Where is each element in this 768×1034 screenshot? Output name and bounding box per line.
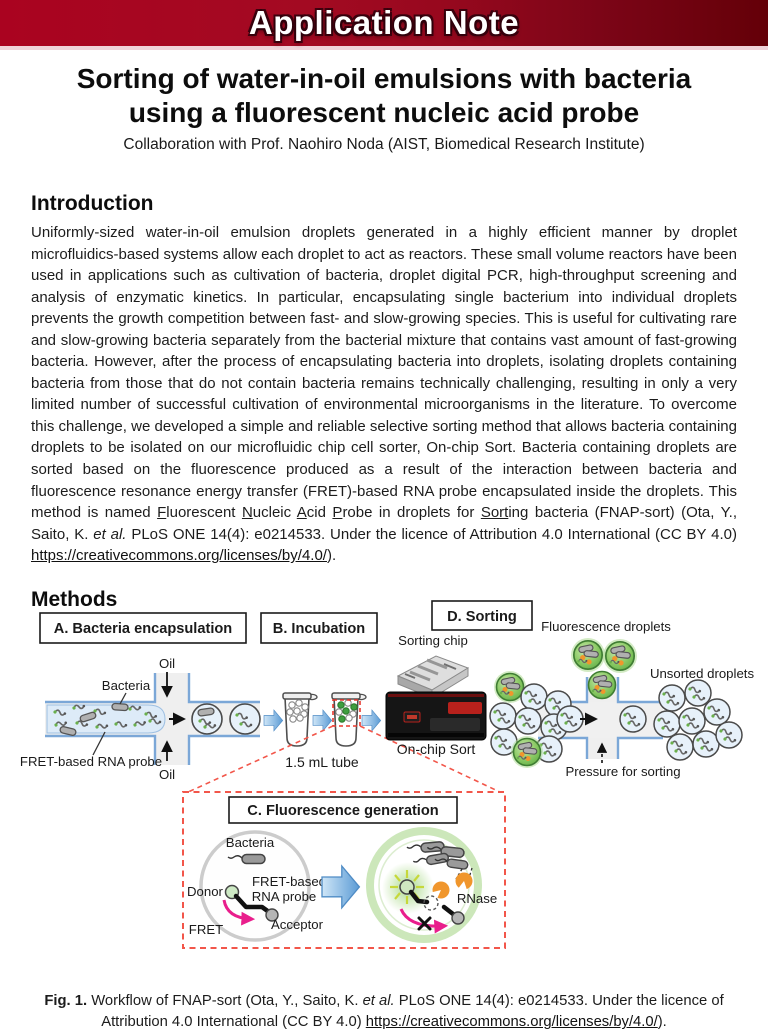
sorter-instrument: Sorting chip On-chip Sort [385, 633, 487, 757]
unsorted-droplets-label: Unsorted droplets [650, 666, 754, 681]
fluorescent-droplet: RNase [366, 827, 497, 943]
figure-caption: Fig. 1. Workflow of FNAP-sort (Ota, Y., … [44, 992, 724, 1031]
fret-probe-label: FRET-based RNA probe [20, 754, 162, 769]
rnase-label: RNase [457, 891, 497, 906]
panel-a-box: A. Bacteria encapsulation [39, 612, 247, 644]
introduction-paragraph: Uniformly-sized water-in-oil emulsion dr… [31, 224, 737, 565]
bacteria-label: Bacteria [102, 678, 151, 693]
title-line1: Sorting of water-in-oil emulsions with b… [76, 63, 692, 94]
methods-heading: Methods [31, 588, 118, 612]
fret-based-label: FRET-based [252, 874, 326, 889]
onchip-sort-machine [385, 691, 487, 741]
flow-arrow-1 [263, 709, 284, 732]
flow-arrow-3 [361, 709, 382, 732]
banner: Application Note [0, 0, 768, 50]
fluorescence-generation-panel: C. Fluorescence generation Bacteria FRET… [182, 791, 506, 949]
fret-label: FRET [189, 922, 223, 937]
pressure-label: Pressure for sorting [565, 764, 680, 779]
banner-title: Application Note [248, 4, 520, 41]
rna-probe-label: RNA probe [252, 889, 317, 904]
rnase-enzymes [429, 872, 473, 901]
document-title: Sorting of water-in-oil emulsions with b… [0, 62, 768, 130]
panel-b-box: B. Incubation [260, 612, 378, 644]
zoom-highlight-box [332, 699, 361, 727]
hyperlink[interactable]: https://creativecommons.org/licenses/by/… [31, 547, 327, 565]
zoom-connector-right [359, 725, 503, 794]
tube-label: 1.5 mL tube [285, 754, 359, 770]
sorting-chip-label: Sorting chip [398, 633, 468, 648]
introduction-heading: Introduction [31, 192, 154, 216]
oil-bottom-label: Oil [159, 767, 175, 782]
methods-workflow-figure: A. Bacteria encapsulation B. Incubation … [20, 600, 754, 949]
c-bacteria-label: Bacteria [226, 835, 275, 850]
encapsulation-diagram: Oil Oil Bacteria FRET-based RNA probe [20, 656, 261, 782]
hyperlink[interactable]: https://creativecommons.org/licenses/by/… [365, 1014, 658, 1031]
fluorescence-droplets-label: Fluorescence droplets [541, 619, 671, 634]
incubation-diagram: 1.5 mL tube [282, 692, 367, 770]
donor-label: Donor [187, 884, 224, 899]
panel-d-label: D. Sorting [447, 609, 517, 625]
fret-off-droplet: Bacteria FRET-based RNA probe Donor Acce… [187, 830, 326, 942]
onchip-sort-label: On-chip Sort [397, 741, 476, 757]
panel-a-label: A. Bacteria encapsulation [54, 621, 233, 637]
acceptor-label: Acceptor [271, 917, 324, 932]
panel-b-label: B. Incubation [273, 621, 366, 637]
panel-c-label: C. Fluorescence generation [247, 803, 438, 819]
sorting-junction-diagram: Fluorescence droplets Unsorted droplets [490, 619, 754, 779]
oil-top-label: Oil [159, 656, 175, 671]
panel-d-box: D. Sorting [431, 600, 533, 631]
document-subtitle: Collaboration with Prof. Naohiro Noda (A… [123, 136, 645, 153]
title-line2: using a fluorescent nucleic acid probe [128, 97, 640, 128]
